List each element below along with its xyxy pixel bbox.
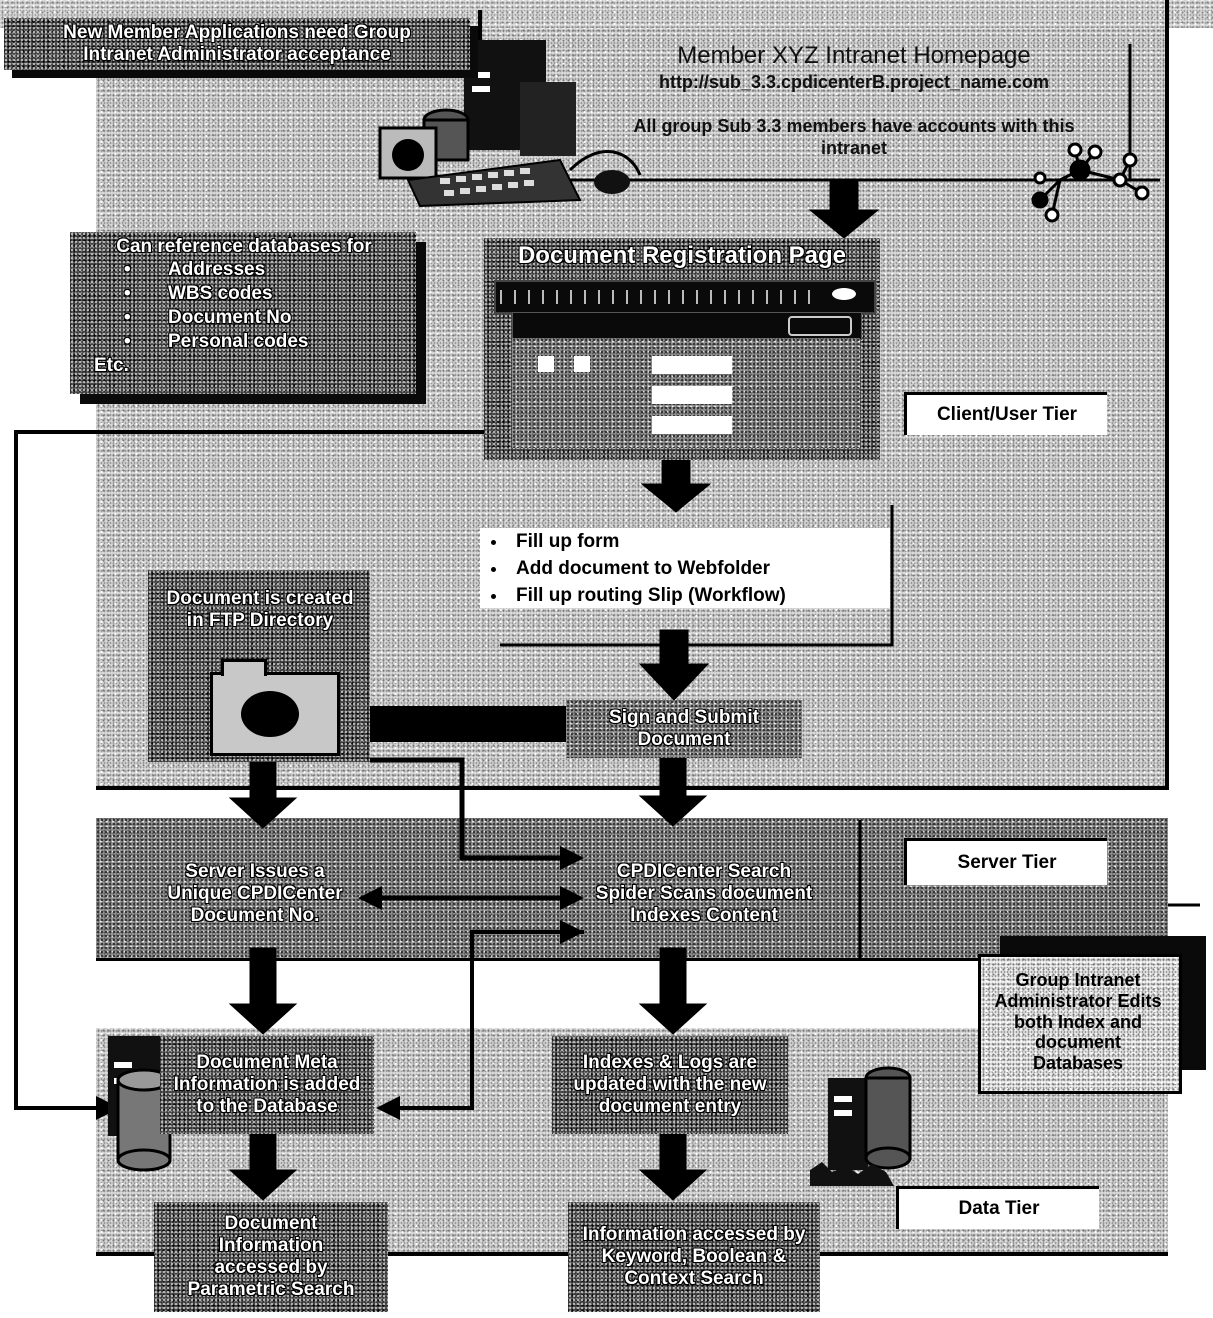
- step-item: Fill up form: [508, 528, 890, 555]
- form-field[interactable]: [652, 356, 732, 374]
- reference-item: •Personal codes: [124, 330, 414, 354]
- form-field[interactable]: [652, 416, 732, 434]
- reference-item: Etc.: [94, 354, 414, 378]
- client-tier-label: Client/User Tier: [904, 392, 1107, 435]
- form-field[interactable]: [652, 386, 732, 404]
- registration-tab[interactable]: [788, 316, 852, 336]
- form-checkbox[interactable]: [574, 356, 590, 372]
- new-member-note-text: New Member Applications need Group Intra…: [10, 20, 464, 68]
- steps-list-box: Fill up form Add document to Webfolder F…: [480, 528, 890, 608]
- step-item: Fill up routing Slip (Workflow): [508, 582, 890, 609]
- reference-list: •Addresses •WBS codes •Document No •Pers…: [74, 258, 414, 378]
- toolbar-ticks: [500, 290, 820, 304]
- reference-box-content: Can reference databases for •Addresses •…: [74, 236, 414, 394]
- keyword-text: Information accessed by Keyword, Boolean…: [568, 1202, 820, 1312]
- meta-db-text: Document Meta Information is added to th…: [160, 1036, 374, 1134]
- registration-page-title: Document Registration Page: [484, 242, 880, 270]
- admin-box-text: Group Intranet Administrator Edits both …: [980, 956, 1176, 1088]
- ftp-directory-text: Document is created in FTP Directory: [160, 574, 360, 646]
- folder-icon: [210, 672, 340, 756]
- reference-heading: Can reference databases for: [74, 236, 414, 258]
- sign-submit-text[interactable]: Sign and Submit Document: [566, 700, 802, 758]
- index-logs-text: Indexes & Logs are updated with the new …: [552, 1036, 788, 1134]
- steps-list: Fill up form Add document to Webfolder F…: [480, 528, 890, 609]
- step-item: Add document to Webfolder: [508, 555, 890, 582]
- form-checkbox[interactable]: [538, 356, 554, 372]
- homepage-title-box: Member XYZ Intranet Homepage http://sub_…: [588, 38, 1120, 176]
- homepage-title: Member XYZ Intranet Homepage: [588, 42, 1120, 70]
- server-issue-text: Server Issues a Unique CPDICenter Docume…: [150, 846, 360, 942]
- reference-item: •Addresses: [124, 258, 414, 282]
- reference-item: •Document No: [124, 306, 414, 330]
- server-tower-icon: [810, 1068, 910, 1186]
- reference-item: •WBS codes: [124, 282, 414, 306]
- parametric-text: Document Information accessed by Paramet…: [154, 1202, 388, 1312]
- spider-text: CPDICenter Search Spider Scans document …: [586, 846, 822, 942]
- homepage-url[interactable]: http://sub_3.3.cpdicenterB.project_name.…: [588, 72, 1120, 93]
- toolbar-oval[interactable]: [832, 288, 856, 300]
- data-tier-label: Data Tier: [896, 1186, 1099, 1229]
- server-tier-label: Server Tier: [904, 838, 1107, 885]
- homepage-note: All group Sub 3.3 members have accounts …: [608, 115, 1100, 159]
